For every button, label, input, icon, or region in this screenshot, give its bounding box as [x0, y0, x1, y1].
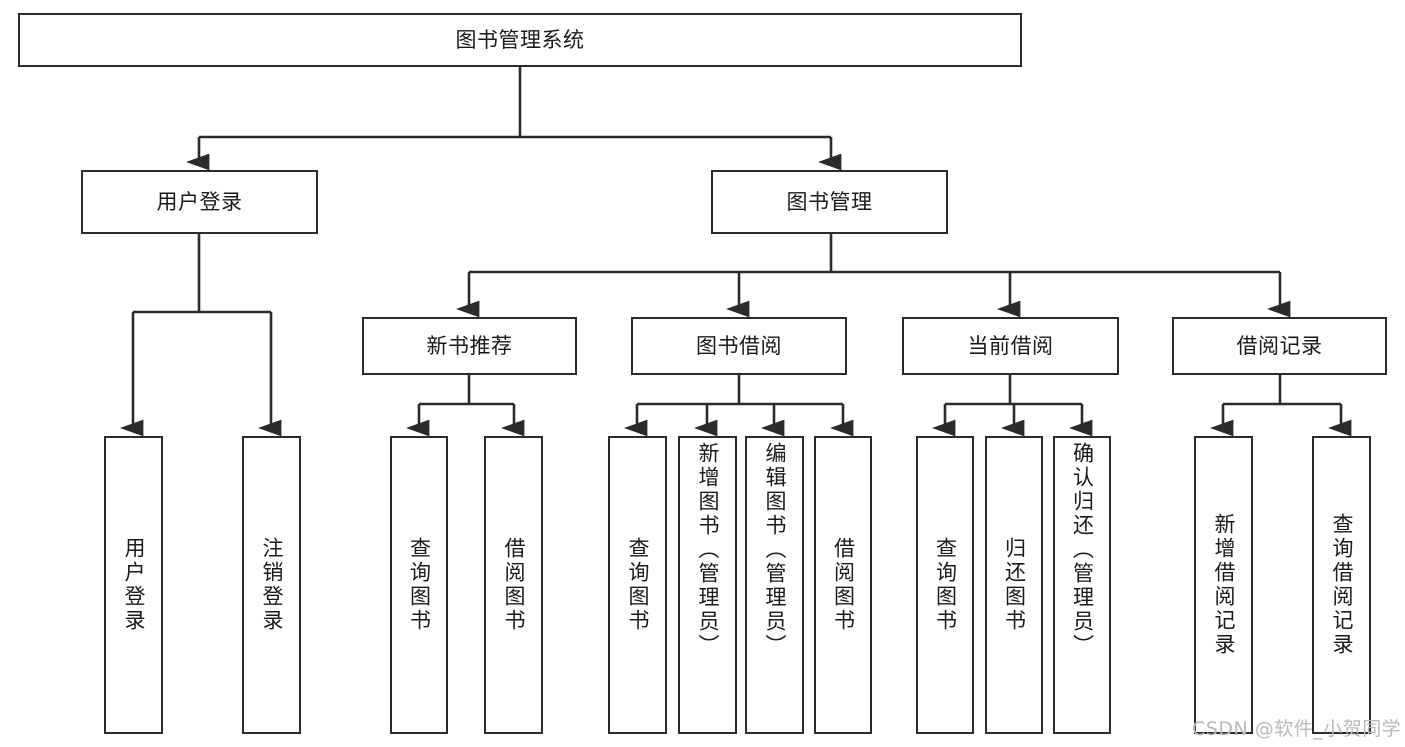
node-leaf-edit-book[interactable]: 编辑图书（管理员） [745, 436, 804, 734]
node-leaf-return-book-label: 归还图书 [1002, 537, 1027, 633]
node-leaf-query-borrow-record[interactable]: 查询借阅记录 [1312, 436, 1371, 734]
node-leaf-borrow-book-2-label: 借阅图书 [831, 537, 856, 633]
node-book-borrow[interactable]: 图书借阅 [631, 317, 847, 375]
node-leaf-confirm-return[interactable]: 确认归还（管理员） [1053, 436, 1111, 734]
node-leaf-user-login-label: 用户登录 [122, 537, 146, 633]
node-leaf-add-book-label: 新增图书（管理员） [696, 442, 720, 658]
node-root-label: 图书管理系统 [455, 27, 585, 52]
node-leaf-query-book-3-label: 查询图书 [933, 537, 958, 633]
node-leaf-edit-book-label: 编辑图书（管理员） [763, 442, 787, 658]
node-leaf-query-book-3[interactable]: 查询图书 [916, 436, 974, 734]
node-user-login-label: 用户登录 [156, 189, 243, 214]
node-leaf-query-book-2[interactable]: 查询图书 [608, 436, 667, 734]
node-leaf-query-book-1-label: 查询图书 [407, 537, 432, 633]
node-leaf-add-borrow-record-label: 新增借阅记录 [1212, 513, 1236, 657]
node-borrow-record-label: 借阅记录 [1236, 333, 1323, 358]
node-new-book-recommend[interactable]: 新书推荐 [362, 317, 577, 375]
node-book-borrow-label: 图书借阅 [696, 333, 782, 358]
node-user-login[interactable]: 用户登录 [81, 170, 318, 234]
node-leaf-confirm-return-label: 确认归还（管理员） [1070, 442, 1095, 658]
node-new-book-recommend-label: 新书推荐 [426, 333, 513, 358]
node-leaf-user-login[interactable]: 用户登录 [104, 436, 163, 734]
node-borrow-record[interactable]: 借阅记录 [1172, 317, 1387, 375]
node-leaf-user-logout[interactable]: 注销登录 [242, 436, 301, 734]
node-book-management[interactable]: 图书管理 [711, 170, 948, 234]
node-leaf-query-borrow-record-label: 查询借阅记录 [1330, 513, 1354, 657]
node-leaf-user-logout-label: 注销登录 [260, 537, 284, 633]
node-leaf-query-book-1[interactable]: 查询图书 [390, 436, 448, 734]
node-current-borrow-label: 当前借阅 [967, 333, 1054, 358]
node-leaf-return-book[interactable]: 归还图书 [985, 436, 1043, 734]
node-leaf-query-book-2-label: 查询图书 [626, 537, 650, 633]
node-leaf-add-borrow-record[interactable]: 新增借阅记录 [1194, 436, 1253, 734]
watermark-text: CSDN @软件_小贺同学 [1192, 718, 1402, 740]
node-leaf-add-book[interactable]: 新增图书（管理员） [678, 436, 737, 734]
node-current-borrow[interactable]: 当前借阅 [902, 317, 1119, 375]
node-leaf-borrow-book-1[interactable]: 借阅图书 [484, 436, 543, 734]
node-root-system[interactable]: 图书管理系统 [18, 13, 1022, 67]
node-leaf-borrow-book-1-label: 借阅图书 [502, 537, 526, 633]
node-book-management-label: 图书管理 [786, 189, 873, 214]
node-leaf-borrow-book-2[interactable]: 借阅图书 [814, 436, 872, 734]
